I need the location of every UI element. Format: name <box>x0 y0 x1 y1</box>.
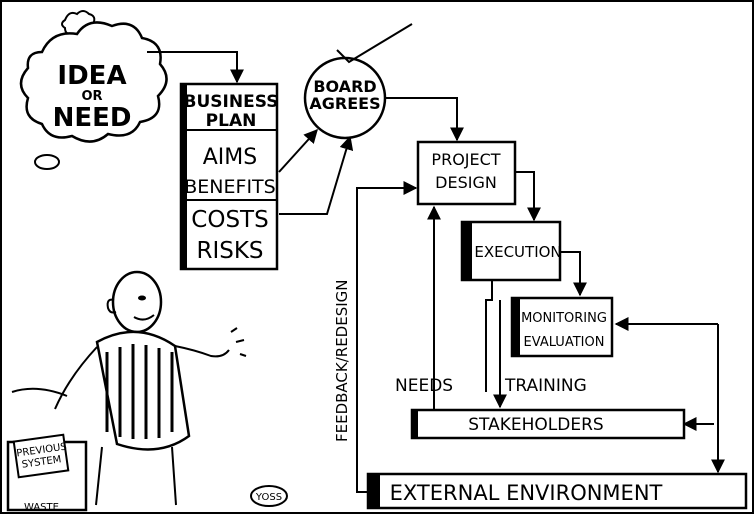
arrow-aims-to-board <box>278 128 318 173</box>
external-environment-box: EXTERNAL ENVIRONMENT <box>366 472 748 510</box>
board-text-line2: AGREES <box>309 94 380 113</box>
cloud-text-idea: IDEA <box>57 61 126 91</box>
arrow-board-to-design <box>386 97 464 142</box>
plan-costs: COSTS <box>191 207 268 233</box>
business-plan-box: BUSINESS PLAN AIMS BENEFITS COSTS RISKS <box>179 82 279 271</box>
needs-label: NEEDS <box>395 376 453 396</box>
cloud-text-or: OR <box>81 89 102 104</box>
idea-cloud: IDEA OR NEED <box>19 21 168 143</box>
feedback-redesign-label: FEEDBACK/REDESIGN <box>333 279 351 442</box>
plan-risks: RISKS <box>196 238 263 264</box>
signature-text: YOSS <box>255 492 282 503</box>
stakeholders-box: STAKEHOLDERS <box>410 408 686 440</box>
arrow-costs-to-board <box>279 135 354 215</box>
arrow-cloud-to-plan <box>147 51 244 84</box>
bin-sign-line2: SYSTEM <box>21 454 62 470</box>
arrow-design-to-execution <box>515 171 541 222</box>
design-text-line1: PROJECT <box>431 150 500 169</box>
checkmark-icon <box>336 23 413 64</box>
arrow-execution-to-monitoring <box>560 251 587 297</box>
board-text-line1: BOARD <box>313 77 376 96</box>
execution-box: EXECUTION <box>460 220 562 282</box>
project-design-box: PROJECT DESIGN <box>416 140 517 206</box>
monitoring-box: MONITORING EVALUATION <box>510 296 614 358</box>
design-text-line2: DESIGN <box>435 173 497 192</box>
training-label: TRAINING <box>504 376 587 396</box>
plan-title-plan: PLAN <box>206 111 257 131</box>
plan-benefits: BENEFITS <box>184 176 275 198</box>
waste-bin: PREVIOUS SYSTEM WASTE <box>6 387 88 513</box>
monitoring-text-line2: EVALUATION <box>524 335 605 350</box>
stakeholders-label: STAKEHOLDERS <box>468 415 603 435</box>
plan-title-business: BUSINESS <box>184 92 279 112</box>
execution-label: EXECUTION <box>474 243 561 261</box>
bin-waste-label: WASTE <box>24 502 59 513</box>
plan-aims: AIMS <box>203 145 257 170</box>
man-illustration <box>54 270 247 506</box>
monitoring-text-line1: MONITORING <box>521 311 607 326</box>
cloud-text-need: NEED <box>53 103 132 133</box>
training-connector <box>485 280 493 392</box>
external-environment-label: EXTERNAL ENVIRONMENT <box>390 481 663 505</box>
arrow-feedback-redesign <box>356 181 418 493</box>
artist-signature: YOSS <box>250 485 288 507</box>
board-circle: BOARD AGREES <box>303 23 413 140</box>
